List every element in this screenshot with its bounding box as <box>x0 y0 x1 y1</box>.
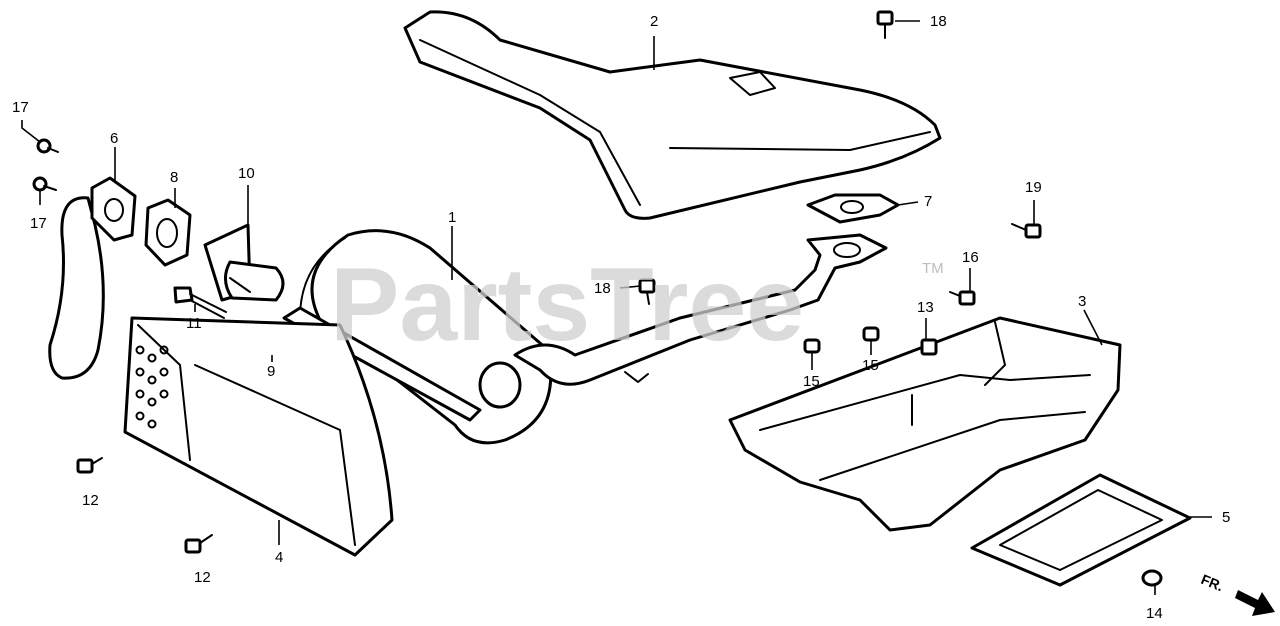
callout-18-mid: 18 <box>594 280 611 297</box>
bolt-18-top-icon[interactable] <box>876 10 894 39</box>
callout-11: 11 <box>186 315 202 332</box>
callout-17-lower: 17 <box>30 215 47 232</box>
nut-15-right-icon[interactable] <box>862 326 880 342</box>
callout-15-right: 15 <box>862 357 879 374</box>
front-direction-label: FR. <box>1199 571 1226 594</box>
grommet-14-icon[interactable] <box>1141 569 1163 587</box>
bottom-plate[interactable] <box>970 473 1192 587</box>
bolt-19-icon[interactable] <box>1011 223 1042 239</box>
callout-13: 13 <box>917 299 934 316</box>
callout-8: 8 <box>170 169 178 186</box>
callout-16: 16 <box>962 249 979 266</box>
lower-heat-protector[interactable] <box>728 316 1122 532</box>
exhaust-gasket[interactable] <box>806 193 900 224</box>
callout-10: 10 <box>238 165 255 182</box>
exhaust-pipe[interactable] <box>513 233 888 386</box>
bolt-16-icon[interactable] <box>949 290 976 306</box>
side-heat-shield[interactable] <box>123 316 394 557</box>
watermark-text: PartsTree <box>330 247 804 363</box>
callout-15-left: 15 <box>803 373 820 390</box>
callout-1: 1 <box>448 209 456 226</box>
long-bolt[interactable] <box>173 286 227 319</box>
bolt-12-upper-icon[interactable] <box>76 457 103 474</box>
callout-12-upper: 12 <box>82 492 99 509</box>
callout-14: 14 <box>1146 605 1163 622</box>
callout-numbers: 1 2 3 4 5 6 7 8 9 10 11 12 12 13 14 15 1… <box>12 13 1230 622</box>
front-arrow-icon <box>1235 590 1275 616</box>
bolt-17-lower-icon[interactable] <box>32 176 57 192</box>
nut-13-icon[interactable] <box>920 338 938 356</box>
flange-gasket[interactable] <box>144 198 192 267</box>
callout-12-lower: 12 <box>194 569 211 586</box>
callout-3: 3 <box>1078 293 1086 310</box>
spark-arrester[interactable] <box>203 223 285 302</box>
callout-7: 7 <box>924 193 932 210</box>
exhaust-flange-pipe[interactable] <box>48 176 137 380</box>
callout-18-top: 18 <box>930 13 947 30</box>
callout-2: 2 <box>650 13 658 30</box>
leader-lines <box>21 20 1212 595</box>
nut-15-left-icon[interactable] <box>803 338 821 354</box>
callout-9: 9 <box>267 363 275 380</box>
callout-19: 19 <box>1025 179 1042 196</box>
bolt-12-lower-icon[interactable] <box>184 534 213 554</box>
top-heat-shield[interactable] <box>403 10 942 220</box>
callout-4: 4 <box>275 549 283 566</box>
front-direction-indicator: FR. <box>1199 571 1275 616</box>
callout-5: 5 <box>1222 509 1230 526</box>
callout-6: 6 <box>110 130 118 147</box>
watermark-trademark: TM <box>922 260 944 277</box>
callout-17-upper: 17 <box>12 99 29 116</box>
bolt-17-upper-icon[interactable] <box>36 138 59 154</box>
